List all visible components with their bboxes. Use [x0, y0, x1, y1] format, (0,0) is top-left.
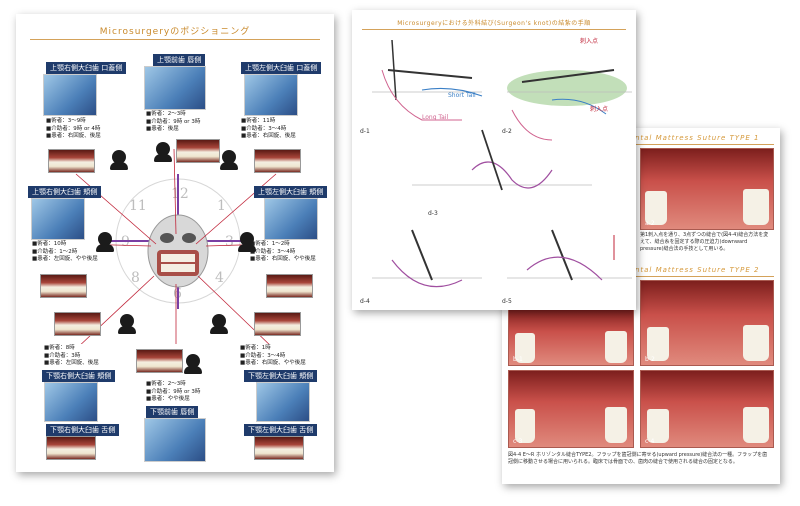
position-label-upper-right-palatal: 上顎右側大臼歯 口蓋側 — [46, 62, 127, 74]
clinician-photo — [144, 66, 206, 110]
clinical-illustration: c-4 — [640, 370, 774, 448]
clinician-photo — [256, 382, 310, 422]
svg-text:11: 11 — [129, 198, 147, 214]
position-info: ■術者：1時■介助者：3〜4時■患者：右回旋、やや後屈 — [238, 344, 308, 369]
operator-head-icon — [220, 150, 238, 170]
clinician-photo — [43, 74, 97, 116]
panel-label: a-2 — [645, 220, 655, 227]
position-label-lower-right-lingual: 下顎右側大臼歯 舌側 — [46, 424, 120, 436]
panel-label: c-4 — [645, 438, 655, 445]
tooth-photo — [254, 149, 301, 173]
clinician-photo — [144, 418, 206, 462]
paragraph-text: 第1刺入点を通り、3点ずつの縫合で(図4-4)縫合方法を変えて、縫合糸を固定する… — [640, 232, 769, 252]
annotation-entry-point: 刺入点 — [590, 106, 609, 113]
operator-head-icon — [96, 232, 114, 252]
position-label-lower-anterior: 下顎前歯 唇側 — [146, 406, 199, 418]
tooth-photo — [254, 312, 301, 336]
clinician-photo — [44, 382, 98, 422]
position-label-lower-right-buccal: 下顎右側大臼歯 頬側 — [42, 370, 116, 382]
panel-label: d-4 — [360, 298, 370, 305]
position-label-upper-left-buccal: 上顎左側大臼歯 頬側 — [254, 186, 328, 198]
clinician-photo — [244, 74, 298, 116]
title-rule — [362, 29, 626, 30]
tooth-photo — [40, 274, 87, 298]
position-label-upper-right-buccal: 上顎右側大臼歯 頬側 — [28, 186, 102, 198]
position-info: ■術者：1〜2時■介助者：3〜4時■患者：右回旋、やや後屈 — [248, 240, 318, 265]
operator-head-icon — [154, 142, 172, 162]
position-label-lower-left-buccal: 下顎左側大臼歯 頬側 — [244, 370, 318, 382]
annotation-long-tail: Long Tail — [422, 114, 449, 121]
title-rule — [30, 39, 320, 40]
position-label-lower-left-lingual: 下顎左側大臼歯 舌側 — [244, 424, 318, 436]
middle-page: Microsurgeryにおける外科結び(Surgeon's knot)の結紮の… — [352, 10, 636, 310]
svg-text:8: 8 — [131, 270, 140, 286]
middle-page-title: Microsurgeryにおける外科結び(Surgeon's knot)の結紮の… — [397, 20, 591, 27]
panel-label: d-1 — [360, 128, 370, 135]
operator-head-icon — [184, 354, 202, 374]
operator-head-icon — [110, 150, 128, 170]
operator-head-icon — [210, 314, 228, 334]
section-title-type1: ...ontal Mattress Suture TYPE 1 — [620, 134, 760, 142]
operator-head-icon — [118, 314, 136, 334]
clinical-illustration: c-3 — [508, 370, 634, 448]
operator-head-icon — [238, 232, 256, 252]
figure-caption: 図4-4 E〜R ホリゾンタル縫合TYPE2。フラップを歯冠側に寄せる(upwa… — [508, 452, 768, 465]
section-rule — [620, 276, 774, 277]
position-info: ■術者：3〜9時■介助者：9時 or 4時■患者：右回旋、後屈 — [44, 117, 103, 142]
panel-label: b-2 — [645, 356, 655, 363]
left-page-title: Microsurgeryのポジショニング — [99, 27, 251, 37]
position-info: ■術者：2〜3時■介助者：9時 or 3時■患者：後屈 — [144, 110, 203, 135]
position-info: ■術者：8時■介助者：3時■患者：左回旋、後屈 — [42, 344, 101, 369]
position-info: ■術者：2〜3時■介助者：9時 or 3時■患者：やや後屈 — [144, 380, 203, 405]
position-label-upper-left-palatal: 上顎左側大臼歯 口蓋側 — [241, 62, 322, 74]
suture-diagram — [372, 39, 632, 288]
tooth-photo — [254, 436, 304, 460]
clinician-photo — [264, 198, 318, 240]
clinical-illustration: b-2 — [640, 280, 774, 366]
panel-label: d-5 — [502, 298, 512, 305]
panel-label: b-1 — [513, 356, 523, 363]
clinical-illustration: b-1 — [508, 308, 634, 366]
annotation-entry-point: 刺入点 — [580, 38, 599, 45]
section-title-type2: ...ontal Mattress Suture TYPE 2 — [620, 266, 760, 274]
position-info: ■術者：11時■介助者：3〜4時■患者：右回旋、後屈 — [239, 117, 298, 142]
tooth-photo — [46, 436, 96, 460]
panel-label: d-3 — [428, 210, 438, 217]
position-info: ■術者：10時■介助者：1〜2時■患者：左回旋、やや後屈 — [30, 240, 100, 265]
tooth-photo — [266, 274, 313, 298]
svg-text:1: 1 — [217, 198, 226, 214]
annotation-short-tail: Short Tail — [448, 92, 476, 99]
clinician-photo — [31, 198, 85, 240]
tooth-photo — [48, 149, 95, 173]
panel-label: c-3 — [513, 438, 523, 445]
tooth-photo — [176, 139, 220, 163]
tooth-photo — [54, 312, 101, 336]
panel-label: d-2 — [502, 128, 512, 135]
tooth-photo — [136, 349, 183, 373]
section-rule — [620, 144, 774, 145]
clinical-illustration: a-2 — [640, 148, 774, 230]
svg-text:4: 4 — [215, 270, 224, 286]
position-label-upper-anterior: 上顎前歯 唇側 — [153, 54, 206, 66]
